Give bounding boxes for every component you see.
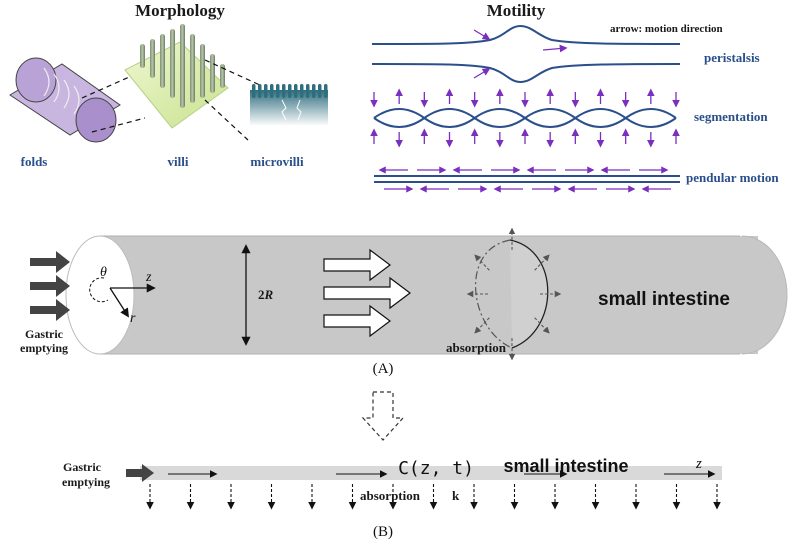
villus-rod <box>210 69 215 93</box>
gastric-emptying-label-b-line2: emptying <box>62 475 110 489</box>
small-intestine-label-a: small intestine <box>598 289 730 310</box>
transition-dashed-arrow <box>361 391 405 441</box>
microvillus-rod <box>288 84 292 98</box>
absorption-label-b: absorption <box>360 488 421 503</box>
microvillus-rod <box>312 84 316 98</box>
villus-rod <box>180 84 185 108</box>
cylindrical-coordinate-axes <box>89 277 156 318</box>
villi-to-microvilli-dashed-line <box>204 59 263 87</box>
folds-to-villi-dashed-line-lower <box>91 117 146 133</box>
z-axis-symbol-a: z <box>145 270 152 285</box>
microvillus-rod <box>252 84 256 98</box>
villus-rod <box>190 79 195 103</box>
villi-label: villi <box>168 154 189 169</box>
segmentation-diagram <box>370 88 680 148</box>
gastric-emptying-label-b-line1: Gastric <box>63 460 102 474</box>
motility-arrow-note: arrow: motion direction <box>610 23 723 35</box>
absorption-cross-section <box>466 227 562 361</box>
microvillus-rod <box>300 84 304 98</box>
microvillus-rod <box>264 84 268 98</box>
flow-direction-arrows <box>323 248 411 338</box>
microvillus-rod <box>324 84 328 98</box>
segmentation-label: segmentation <box>694 109 768 124</box>
gastric-emptying-label-a-line2: emptying <box>20 341 68 355</box>
villus-rod <box>140 44 145 68</box>
absorption-radial-arrow <box>534 254 550 271</box>
villi-to-microvilli-dashed-line-lower <box>204 99 249 141</box>
absorption-radial-arrow <box>474 254 490 271</box>
pendular-motion-label: pendular motion <box>686 170 779 185</box>
peristalsis-diagram <box>371 24 681 84</box>
peristalsis-arrow-forward <box>542 44 568 53</box>
morphology-title: Morphology <box>135 1 225 20</box>
rate-constant-k-label: k <box>452 488 460 503</box>
microvillus-rod <box>294 84 298 98</box>
absorption-radial-arrow <box>534 317 550 334</box>
gastric-emptying-label-a-line1: Gastric <box>25 327 64 341</box>
villus-rod <box>200 74 205 98</box>
villus-rod <box>160 64 165 88</box>
z-axis-symbol-b: z <box>695 456 702 472</box>
concentration-label: C(z, t) <box>398 458 474 479</box>
villi-block-icon <box>124 24 229 129</box>
tube-opening <box>65 235 135 355</box>
r-symbol: r <box>130 311 136 326</box>
peristalsis-label: peristalsis <box>704 50 760 65</box>
absorption-label-a: absorption <box>446 340 507 355</box>
panel-a-caption: (A) <box>373 361 394 377</box>
microvillus-rod <box>306 84 310 98</box>
microvillus-rod <box>258 84 262 98</box>
microvillus-rod <box>276 84 280 98</box>
absorption-down-arrows <box>146 484 721 510</box>
panel-b-caption: (B) <box>373 524 393 540</box>
microvillus-rod <box>282 84 286 98</box>
absorption-radial-arrow <box>474 317 490 334</box>
gastric-inflow-arrows <box>30 251 70 321</box>
microvilli-icon <box>250 84 328 126</box>
gastric-inflow-arrow-b <box>126 464 154 482</box>
microvillus-rod <box>270 84 274 98</box>
villus-rod <box>220 64 225 88</box>
peristalsis-arrow-lower <box>473 68 491 79</box>
peristalsis-arrow-upper <box>473 29 491 40</box>
folds-label: folds <box>21 154 48 169</box>
intestine-tube-3d <box>65 235 788 355</box>
small-intestine-label-b: small intestine <box>503 456 628 476</box>
pendular-motion-diagram <box>374 166 680 193</box>
folds-cylinder-icon <box>9 57 121 143</box>
intestine-1d-strip <box>140 466 722 480</box>
diameter-label: 2R <box>258 287 274 302</box>
theta-symbol: θ <box>100 265 107 280</box>
microvillus-rod <box>318 84 322 98</box>
microvilli-label: microvilli <box>250 154 304 169</box>
motility-title: Motility <box>487 1 546 20</box>
villus-rod <box>170 74 175 98</box>
villus-rod <box>150 54 155 78</box>
